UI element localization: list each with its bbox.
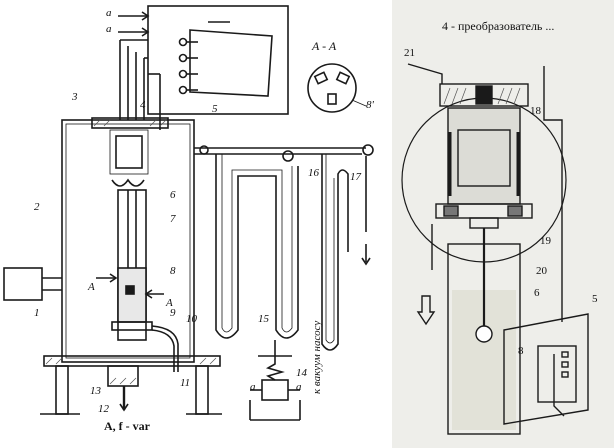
label-4: 4 [140,99,146,111]
label-16: 16 [308,167,319,179]
display-panel [189,29,273,97]
valve-a-right-label: a [296,381,302,393]
right-diagram-drawing [401,63,589,435]
label-11: 11 [180,377,191,389]
label-10: 10 [186,313,197,325]
sensor-housing-4 [115,135,143,169]
label-9: 9 [170,307,176,319]
label-21: 21 [404,47,415,59]
left-diagram-drawing [3,5,374,421]
ball-8 [475,325,493,343]
u-tube-15 [215,154,299,339]
terminal-2 [178,53,188,63]
pipe-10 [151,325,179,372]
label-3: 3 [72,91,78,103]
terminal-4 [178,85,188,95]
solenoid-valve-14 [261,379,289,401]
label-6: 6 [170,189,176,201]
label-8: 8 [170,265,176,277]
manometer-17 [321,154,349,351]
cap [439,83,529,107]
box-5 [503,313,589,425]
top-plate-3 [91,117,169,129]
block-18 [447,107,521,205]
label-13: 13 [90,385,101,397]
title-transducer: 4 - преобразователь ... [442,19,555,33]
label-2: 2 [34,201,40,213]
input-a-top-label: a [106,7,112,19]
input-a-bottom-label: a [106,23,112,35]
label-18: 18 [530,105,541,117]
label-19: 19 [540,235,551,247]
label-5: 5 [592,293,598,305]
label-7: 7 [170,213,176,225]
frame-2 [61,119,195,363]
arrow-a-left-label: A [166,297,173,309]
generator-1 [3,267,43,301]
label-6: 6 [534,287,540,299]
caption-a-f-var: A, f - var [104,419,150,433]
sample-8 [117,267,147,323]
label-20: 20 [536,265,547,277]
label-8-prime: 8' [366,99,374,111]
label-12: 12 [98,403,109,415]
terminal-3 [178,69,188,79]
label-8: 8 [518,345,524,357]
arrow-a-right-label: A [88,281,95,293]
label-17: 17 [350,171,361,183]
valve-a-left-label: a [250,381,256,393]
label-14: 14 [296,367,307,379]
vacuum-pump-label: к вакуум насосу [311,320,323,394]
label-5: 5 [212,103,218,115]
label-1: 1 [34,307,40,319]
tube-6 [117,189,147,341]
left-diagram-panel: a a A - A 8' 3 4 5 2 6 7 8 9 10 1 A A 11… [3,5,374,433]
label-15: 15 [258,313,269,325]
control-box-5 [147,5,289,115]
valve-16 [282,150,294,162]
section-aa-disk [307,63,357,113]
terminal-1 [178,37,188,47]
right-diagram-panel: 4 - преобразователь ... 21 18 19 20 6 5 … [392,0,614,448]
section-aa-label: A - A [312,39,337,53]
